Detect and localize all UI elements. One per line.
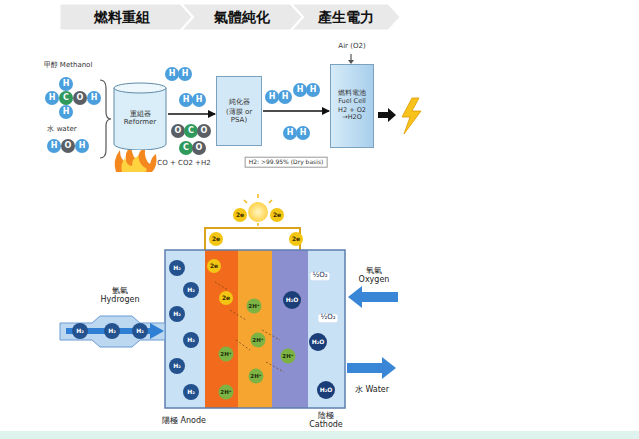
atom-h: H [47,139,61,153]
atom-h: H [283,126,297,140]
hydrogen-molecule: H₂ [183,332,199,348]
atom-h: H [192,93,206,107]
purity-note: H2: >99.95% (Dry basis) [245,157,328,168]
proton: 2H⁺ [251,333,266,348]
atom-c: C [179,141,193,155]
caption-text: 甲醇 Methanol [44,62,93,70]
hydrogen-molecule: H₂ [169,358,185,374]
proton: 2H⁺ [281,349,296,364]
reformer-cylinder: 重組器 Reformer [113,82,167,150]
stream-label: 陰極 Cathode [303,412,349,430]
node-text: (薄膜 or PSA) [220,108,258,124]
atom-h: H [59,105,73,119]
node-text: 重組器 Reformer [116,110,164,126]
stream-label: 氧氣 Oxygen [351,267,397,285]
caption-text: 水 water [47,126,76,134]
stream-label: 氫氣 Hydrogen [97,287,143,305]
node-text: 純化器 [229,98,250,106]
output-arrow [378,108,396,122]
step-title: 燃料重組 [94,9,150,25]
node-text: 燃料電池 Fuel Cell [334,90,370,105]
electron: 2e [207,259,221,273]
fuel-cell-schematic [60,194,398,408]
bottom-band [0,431,639,439]
atom-h: H [165,67,179,81]
atom-c: C [184,124,198,138]
flow-arrow [168,113,215,115]
proton: 2H⁺ [247,299,262,314]
hydrogen-molecule: H₂ [169,260,185,276]
step-chevron: 產生電力 [292,4,400,30]
atom-h: H [306,83,320,97]
step-chevron: 燃料重組 [60,4,192,30]
hydrogen-molecule: H₂ [183,282,199,298]
electron: 2e [209,232,223,246]
atom-h: H [59,77,73,91]
sun-glow [244,194,272,226]
hydrogen-molecule: H₂ [183,384,199,400]
stream-label: 陽極 Anode [161,417,207,426]
fuel-cell-box: 燃料電池 Fuel Cell H2 + O2 →H2O [330,64,374,148]
atom-h: H [293,83,307,97]
water-molecule: H₂O [317,381,335,399]
water-molecule: H₂O [309,333,327,351]
electron: 2e [270,208,284,222]
hydrogen-molecule: H₂ [169,306,185,322]
proton: 2H⁺ [219,347,234,362]
caption-text: CO + CO2 +H2 [157,160,210,168]
oxygen-label: ½O₂ [318,314,337,322]
atom-h: H [296,126,310,140]
step-title: 產生電力 [318,9,374,25]
brace [100,80,111,158]
atom-o: O [171,124,185,138]
atom-h: H [178,67,192,81]
flow-arrow [263,110,329,112]
step-chevron: 氣體純化 [182,4,302,30]
node-text: H2 + O2 →H2O [334,107,370,122]
atom-o: O [197,124,211,138]
stream-label: 水 Water [349,386,395,395]
atom-h: H [45,91,59,105]
atom-h: H [179,93,193,107]
atom-o: O [192,141,206,155]
electron: 2e [219,291,233,305]
air-arrow [350,54,351,61]
electron: 2e [233,208,247,222]
atom-o: O [73,91,87,105]
hydrogen-molecule: H₂ [104,323,120,339]
hydrogen-molecule: H₂ [132,323,148,339]
hydrogen-molecule: H₂ [72,323,88,339]
electron: 2e [289,232,303,246]
atom-h: H [265,90,279,104]
atom-h: H [278,90,292,104]
proton: 2H⁺ [219,385,234,400]
atom-h: H [87,91,101,105]
proton: 2H⁺ [249,369,264,384]
lightning-bolt [402,98,421,134]
atom-o: O [61,139,75,153]
purifier-box: 純化器 (薄膜 or PSA) [216,76,262,146]
atom-h: H [75,139,89,153]
atom-c: C [59,91,73,105]
caption-text: Air (O2) [338,43,365,51]
water-molecule: H₂O [283,291,301,309]
oxygen-label: ½O₂ [310,272,329,280]
step-title: 氣體純化 [214,9,270,25]
